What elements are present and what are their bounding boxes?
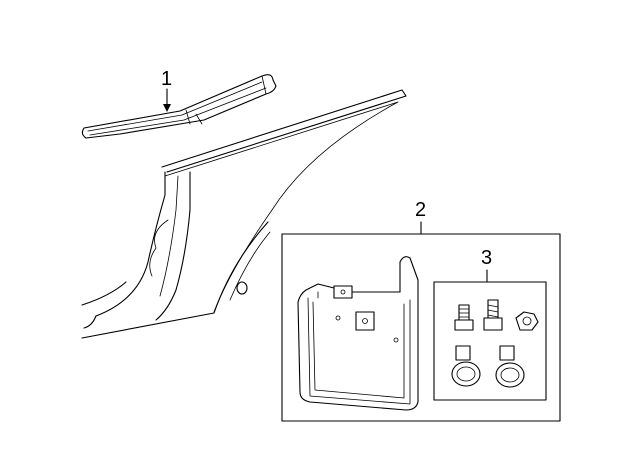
part-1-molding[interactable] [81, 74, 277, 139]
quarter-panel [81, 89, 407, 339]
part-2-box [281, 221, 561, 422]
callout-2: 2 [415, 199, 427, 221]
callout-3: 3 [481, 247, 493, 269]
callout-1: 1 [161, 68, 173, 90]
part-3-box [433, 269, 547, 401]
part-2-mud-flap[interactable] [297, 256, 419, 411]
leader-1 [163, 88, 171, 112]
part-3-hardware[interactable] [451, 299, 539, 388]
